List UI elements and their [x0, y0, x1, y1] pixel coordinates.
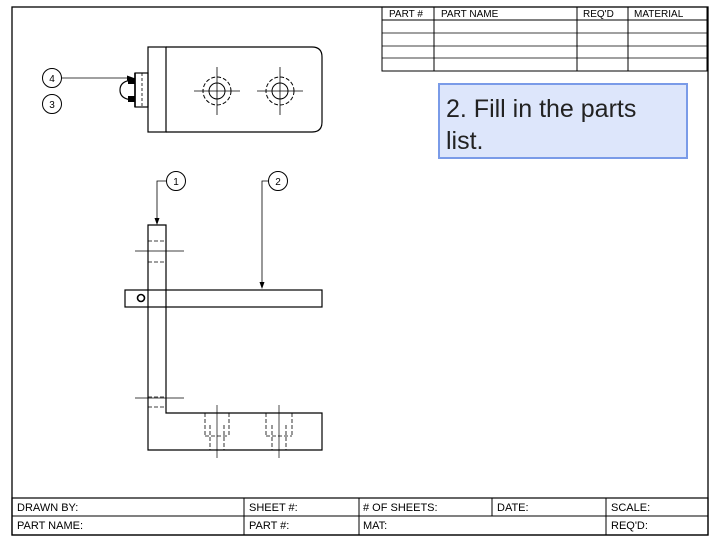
instruction-text: 2. Fill in the parts list.: [446, 95, 637, 155]
parts-list-header-part-name: PART NAME: [441, 9, 499, 20]
material-label: MAT:: [363, 520, 387, 532]
balloon-2: 2: [259, 171, 288, 289]
balloon-3-label: 3: [49, 100, 55, 111]
scale-label: SCALE:: [611, 502, 650, 514]
instruction-callout: 2. Fill in the parts list.: [438, 83, 688, 159]
part-name-label: PART NAME:: [17, 520, 83, 532]
title-block: DRAWN BY: SHEET #: # OF SHEETS: DATE: SC…: [11, 497, 709, 536]
num-sheets-label: # OF SHEETS:: [363, 502, 438, 514]
top-view: [119, 46, 323, 133]
parts-list-header-material: MATERIAL: [634, 9, 684, 20]
parts-list-header-part-no: PART #: [389, 9, 423, 20]
sheet-no-label: SHEET #:: [249, 502, 298, 514]
front-view: [124, 224, 323, 458]
parts-list-header-reqd: REQ'D: [583, 9, 614, 20]
balloon-4: 4: [42, 68, 134, 88]
reqd-label: REQ'D:: [611, 520, 648, 532]
balloon-2-label: 2: [275, 177, 281, 188]
balloon-4-label: 4: [49, 74, 55, 85]
balloon-1: 1: [154, 171, 186, 225]
parts-list-table: PART # PART NAME REQ'D MATERIAL: [381, 6, 708, 72]
part-no-label: PART #:: [249, 520, 289, 532]
balloon-1-label: 1: [173, 177, 179, 188]
date-label: DATE:: [497, 502, 529, 514]
balloon-3: 3: [42, 94, 62, 114]
drawn-by-label: DRAWN BY:: [17, 502, 78, 514]
